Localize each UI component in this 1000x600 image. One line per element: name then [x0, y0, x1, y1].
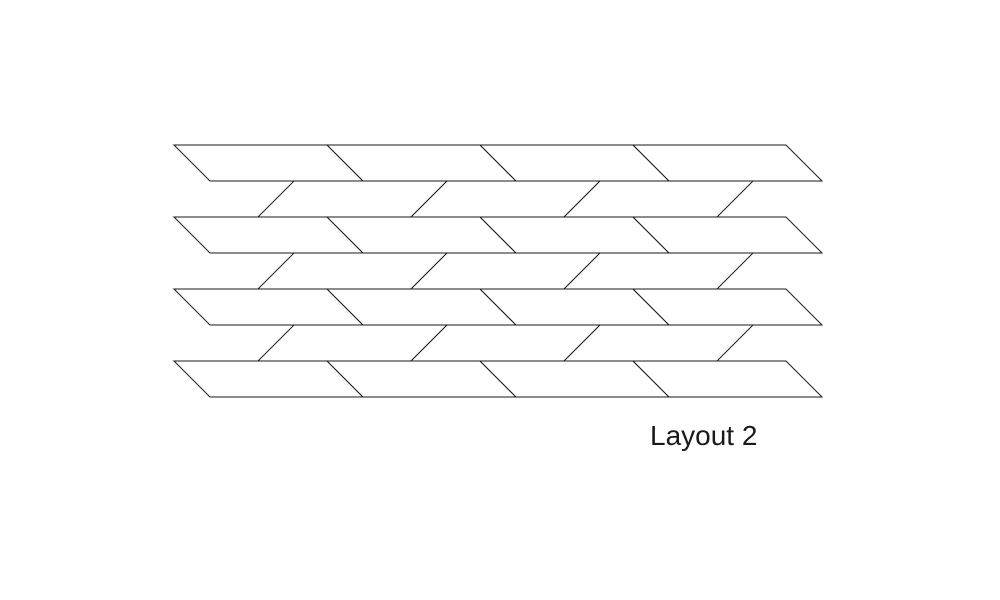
layout-caption: Layout 2	[650, 420, 758, 451]
parallelogram-tile	[631, 144, 824, 182]
parallelogram-tile	[631, 360, 824, 398]
parallelogram-tile	[631, 216, 824, 254]
parallelogram-tile	[631, 288, 824, 326]
